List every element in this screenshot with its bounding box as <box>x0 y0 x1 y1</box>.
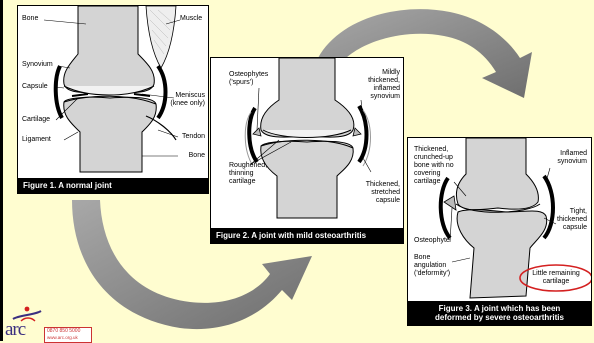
label-mild-synovium: Mildly thickened, inflamed synovium <box>368 69 400 101</box>
label-bone-bottom: Bone <box>189 152 205 160</box>
label-inflamed-synovium: Inflamed synovium <box>557 150 587 166</box>
label-synovium: Synovium <box>22 61 53 69</box>
upper-bone <box>456 138 538 210</box>
label-tight-capsule: Tight, thickened capsule <box>557 208 587 232</box>
label-osteophytes: Osteophytes ('spurs') <box>229 71 268 87</box>
panel-mild-osteoarthritis: Osteophytes ('spurs') Mildly thickened, … <box>210 57 404 244</box>
panel-severe-osteoarthritis: Thickened, crunched-up bone with no cove… <box>407 137 592 326</box>
muscle-shape <box>146 6 176 68</box>
label-roughened-cartilage: Roughened, thinning cartilage <box>229 162 267 186</box>
label-capsule: Capsule <box>22 83 48 91</box>
label-bone-angulation: Bone angulation ('deformity') <box>414 254 450 278</box>
logo-name: arc <box>5 319 25 341</box>
label-ligament: Ligament <box>22 136 51 144</box>
panel-normal-joint: Bone Muscle Synovium Capsule Meniscus (k… <box>17 5 209 194</box>
label-tendon: Tendon <box>182 133 205 141</box>
caption-figure-1: Figure 1. A normal joint <box>18 178 208 193</box>
label-meniscus: Meniscus (knee only) <box>170 92 205 108</box>
logo-web: www.arc.org.uk <box>47 335 78 340</box>
label-muscle: Muscle <box>180 15 202 23</box>
label-stretched-capsule: Thickened, stretched capsule <box>366 181 400 205</box>
label-cartilage: Cartilage <box>22 116 50 124</box>
lower-bone <box>261 141 353 218</box>
lower-bone <box>64 97 157 172</box>
caption-figure-3: Figure 3. A joint which has been deforme… <box>408 301 591 325</box>
upper-bone <box>64 6 155 93</box>
label-little-cartilage: Little remaining cartilage <box>522 270 590 286</box>
caption-figure-2: Figure 2. A joint with mild osteoarthrit… <box>211 228 403 243</box>
label-osteophyte: Osteophyte <box>414 237 450 245</box>
label-bone-top: Bone <box>22 15 38 23</box>
arc-logo: arc 0870 850 5000 www.arc.org.uk <box>3 305 93 341</box>
upper-bone <box>261 58 354 137</box>
label-crunched-bone: Thickened, crunched-up bone with no cove… <box>414 146 454 186</box>
logo-phone: 0870 850 5000 <box>47 329 80 334</box>
